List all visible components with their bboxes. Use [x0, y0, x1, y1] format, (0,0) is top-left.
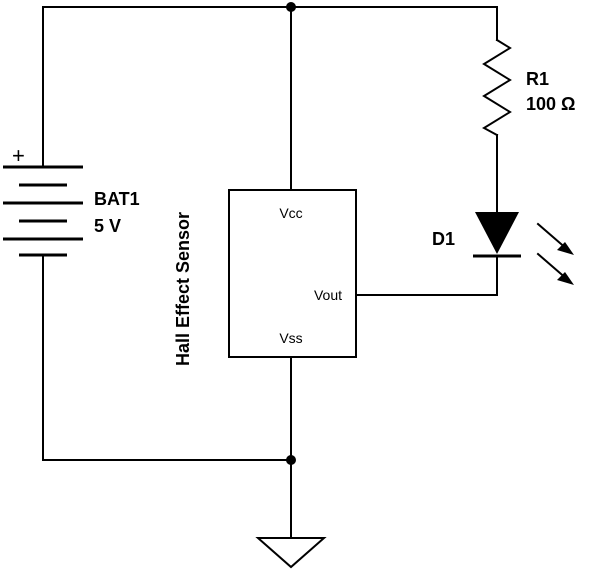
battery-plus-sign: +	[12, 143, 25, 168]
wires	[42, 6, 498, 539]
junction-dot-top	[286, 2, 296, 12]
led-symbol	[473, 212, 521, 258]
resistor-symbol	[481, 38, 512, 137]
resistor-name-label: R1	[526, 69, 549, 89]
led-name-label: D1	[432, 229, 455, 249]
battery-name-label: BAT1	[94, 189, 140, 209]
ground-symbol	[255, 537, 327, 569]
wire-led-vout	[355, 255, 498, 296]
sensor-pin-vout: Vout	[314, 287, 342, 303]
junction-dot-bottom	[286, 455, 296, 465]
hall-sensor-body	[228, 189, 357, 358]
sensor-title-label: Hall Effect Sensor	[173, 212, 193, 366]
resistor-value-label: 100 Ω	[526, 94, 575, 114]
battery-symbol	[3, 165, 83, 257]
wire-battery-top	[42, 6, 498, 166]
wire-battery-bottom	[42, 254, 292, 461]
light-emission-arrows	[536, 222, 574, 285]
battery-value-label: 5 V	[94, 216, 121, 236]
sensor-pin-vss: Vss	[279, 330, 302, 346]
sensor-pin-vcc: Vcc	[279, 205, 302, 221]
